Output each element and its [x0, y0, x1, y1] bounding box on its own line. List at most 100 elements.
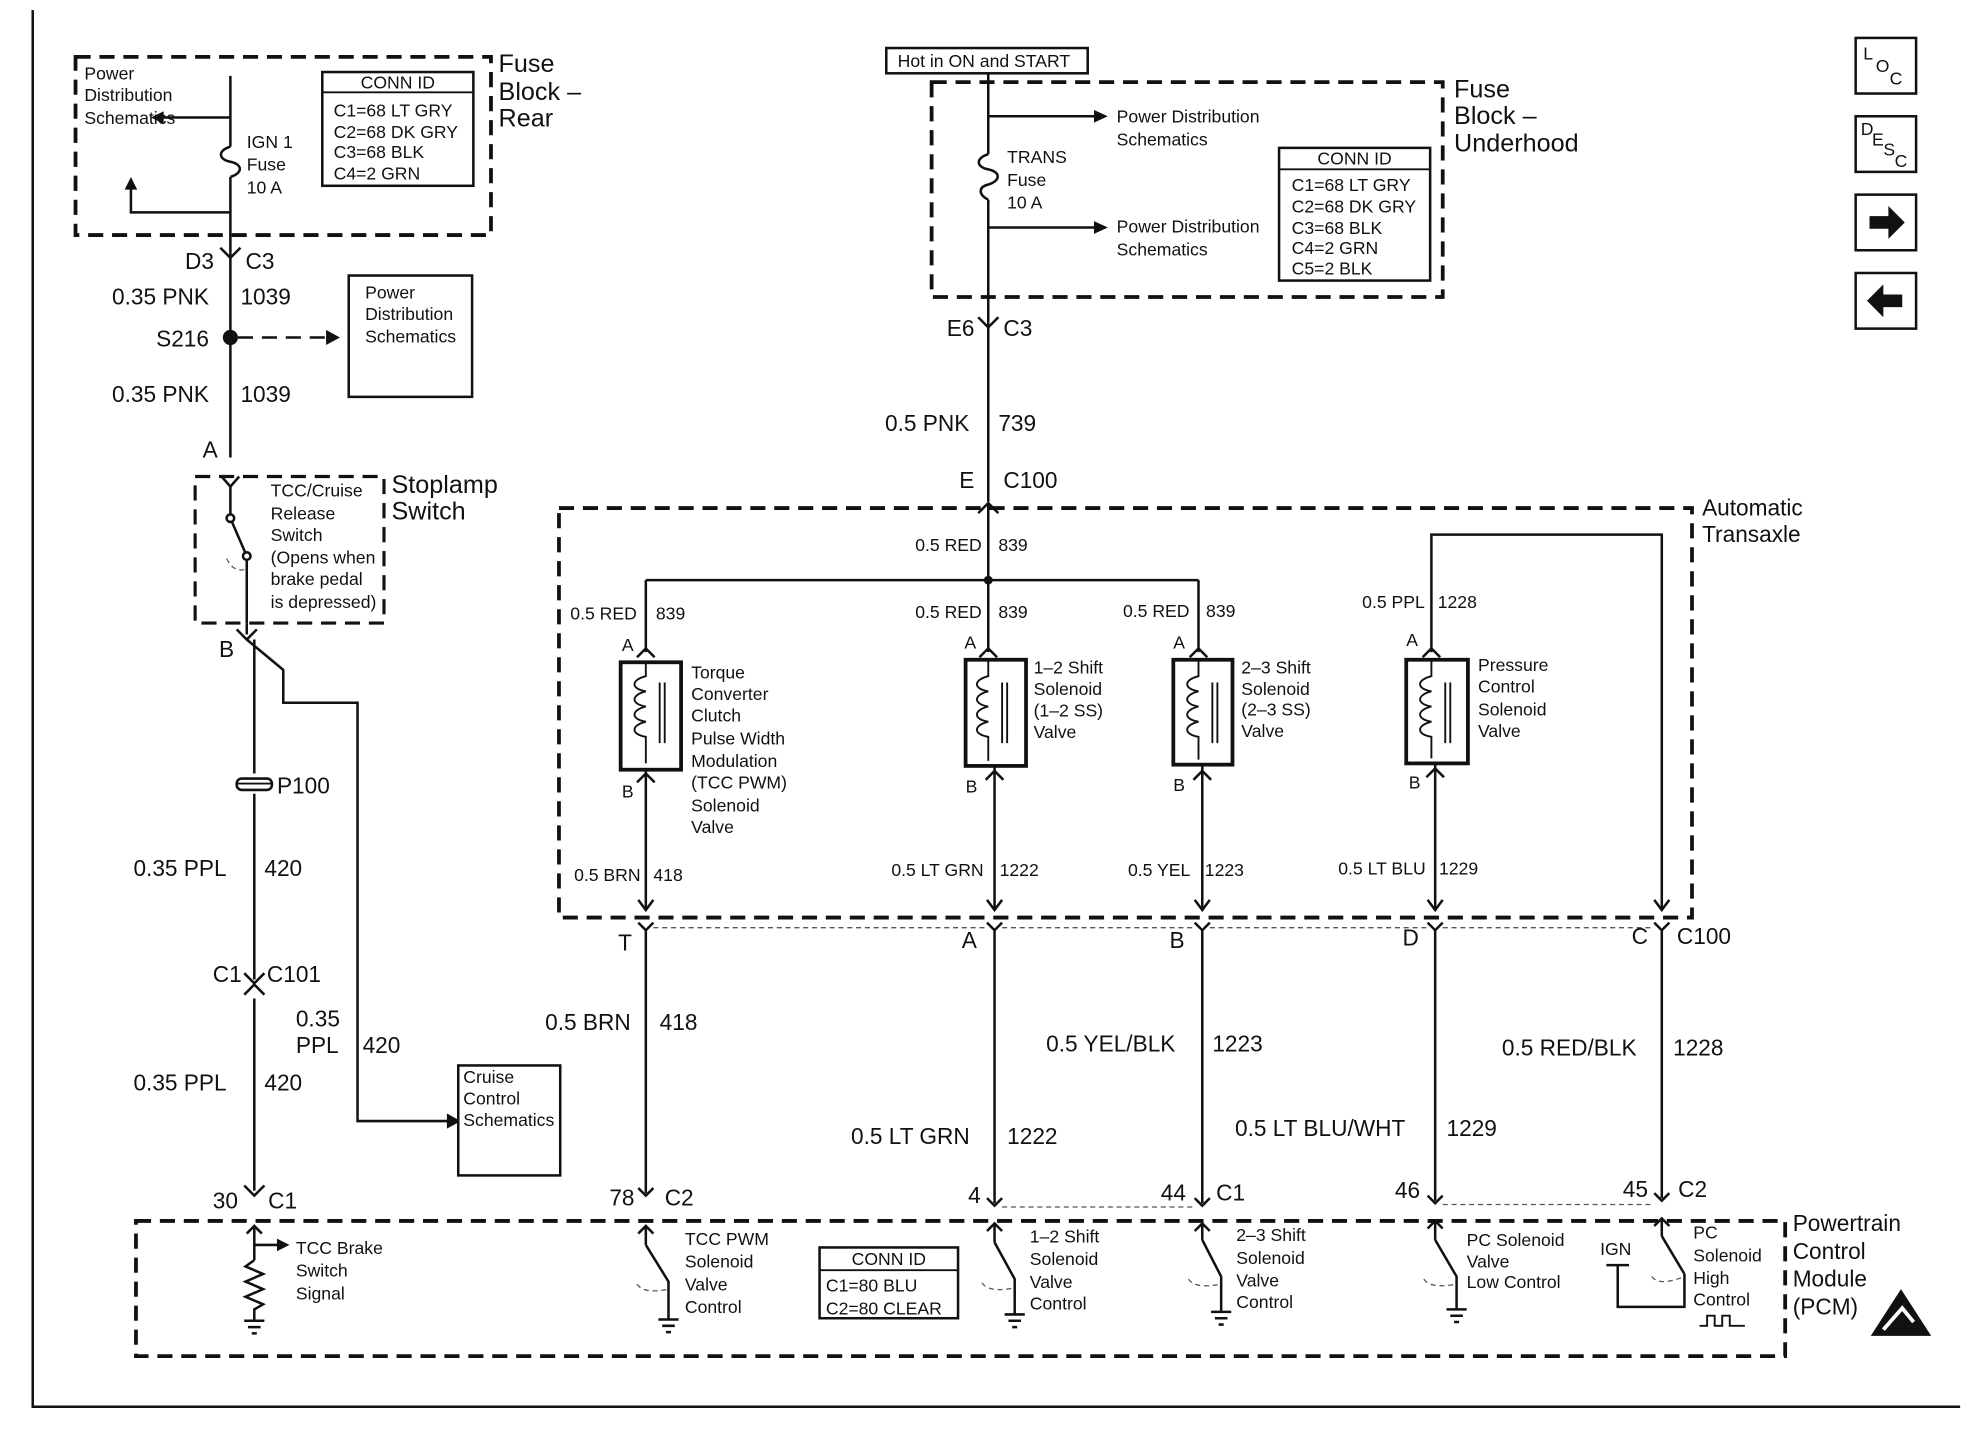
ss12-pin-b: B [966, 776, 978, 796]
cruise-arrowhead [446, 1113, 461, 1129]
ss23-pin-b: B [1173, 775, 1185, 795]
ss12-in-color: 0.5 RED [915, 602, 982, 622]
tcc-in-color: 0.5 RED [570, 603, 637, 623]
wire1-color: 0.35 PNK [112, 284, 209, 310]
c100-connector-lower: T A B D C C100 [618, 921, 1731, 955]
ss23-label: 2–3 Shift [1241, 658, 1311, 678]
esd-warning-icon [1870, 1289, 1932, 1336]
pds-link-underhood-2[interactable]: Power Distribution [1117, 217, 1260, 237]
pc-pin-b: B [1409, 773, 1421, 793]
pin-44-conn: C1 [1216, 1180, 1245, 1206]
c100-pin-t: T [618, 929, 632, 955]
pin-44: 44 [1161, 1180, 1186, 1206]
wire739-color: 0.5 PNK [885, 410, 969, 436]
pc-label: Control [1478, 677, 1535, 697]
desc-button[interactable]: D E S C [1854, 115, 1918, 174]
pds-link-rear-3[interactable]: Schematics [84, 108, 175, 128]
conn-c3-underhood: C3 [1003, 315, 1032, 341]
rear-return-arrowhead [124, 176, 138, 190]
pds-link-rear-1[interactable]: Power [84, 64, 134, 84]
tcc-pwm-control-label: Control [685, 1297, 742, 1317]
c100-label-lower: C100 [1677, 923, 1731, 949]
pc-out-num: 1229 [1439, 859, 1478, 879]
pc-low-control-label: Low Control [1467, 1272, 1561, 1292]
conn-c101: C101 [267, 961, 321, 987]
ign1-fuse-label-2: Fuse [247, 155, 286, 175]
conn-id-underhood-row: C1=68 LT GRY [1292, 175, 1411, 195]
conn-id-underhood-row: C3=68 BLK [1292, 218, 1383, 238]
stoplamp-sw-label: Release [271, 503, 336, 523]
pds-link-rear-2[interactable]: Distribution [84, 85, 172, 105]
left-circuit: D3 C3 0.35 PNK 1039 S216 Power Distribut… [112, 246, 562, 1213]
ss23-control-switch [1201, 1239, 1223, 1312]
pin-78-conn: C2 [665, 1185, 694, 1211]
loc-button[interactable]: L O C [1854, 36, 1918, 95]
tcc-pwm-control-label: Solenoid [685, 1252, 754, 1272]
pc-low-control-switch [1434, 1239, 1458, 1310]
ss23-label: Valve [1241, 721, 1284, 741]
w418-color: 0.5 BRN [545, 1009, 631, 1035]
pc-high-control-label: Solenoid [1693, 1245, 1762, 1265]
ss23-pin-a: A [1173, 632, 1185, 652]
ss12-pin-a: A [964, 632, 976, 652]
trans-fuse-label: 10 A [1007, 193, 1042, 213]
wire739-num: 739 [998, 410, 1036, 436]
cruise-control-schematics-box[interactable]: Cruise Control Schematics [456, 1064, 562, 1177]
top-wire-num: 839 [998, 535, 1027, 555]
tcc-pin-a: A [622, 635, 634, 655]
connector-30 [243, 1184, 266, 1198]
next-page-button[interactable] [1854, 193, 1918, 252]
top-wire-color: 0.5 RED [915, 535, 982, 555]
tcc-label: Pulse Width [691, 728, 785, 748]
pds-link-underhood-1[interactable]: Power Distribution [1117, 107, 1260, 127]
pc-low-control-label: PC Solenoid [1467, 1230, 1565, 1250]
pin-4: 4 [968, 1182, 981, 1208]
tcc-label: Converter [691, 684, 768, 704]
pc-label: Pressure [1478, 655, 1549, 675]
trans-fuse-label: Fuse [1007, 170, 1046, 190]
pcm-title-1: Powertrain [1793, 1210, 1901, 1236]
trans-fuse-symbol [977, 152, 999, 201]
automatic-transaxle: Automatic Transaxle 0.5 RED 839 0.5 RED … [557, 495, 1803, 920]
pc-in-num: 1228 [1438, 592, 1477, 612]
ss12-control-label: 1–2 Shift [1030, 1226, 1100, 1246]
pds-box-s216[interactable]: Power Distribution Schematics [347, 274, 474, 399]
w1229-num: 1229 [1447, 1115, 1497, 1141]
pin-d3: D3 [185, 248, 214, 274]
prev-page-button[interactable] [1854, 271, 1918, 330]
ign1-fuse-symbol [219, 145, 242, 179]
w1228-num: 1228 [1673, 1034, 1723, 1060]
brake-signal-resistor [242, 1259, 267, 1321]
w418-num: 418 [660, 1009, 698, 1035]
tcc-label: Valve [691, 817, 734, 837]
ss12-in-num: 839 [998, 602, 1027, 622]
ss23-control-label: Solenoid [1236, 1248, 1305, 1268]
ss12-label: (1–2 SS) [1034, 701, 1103, 721]
pwm-waveform-icon [1699, 1314, 1745, 1327]
stoplamp-switch: TCC/Cruise Release Switch (Opens when br… [193, 474, 386, 625]
ground-symbol [244, 1319, 265, 1335]
pc-solenoid: A B [1404, 630, 1470, 910]
wire2-color: 0.35 PNK [112, 381, 209, 407]
stoplamp-sw-label: is depressed) [271, 592, 377, 612]
conn-id-rear-row: C4=2 GRN [334, 163, 421, 183]
conn-id-underhood-row: C5=2 BLK [1292, 258, 1373, 278]
w1222-color: 0.5 LT GRN [851, 1123, 970, 1149]
pin-30-conn: C1 [268, 1187, 297, 1213]
pin-45-conn: C2 [1678, 1176, 1707, 1202]
tcc-pwm-solenoid: A B [618, 635, 683, 910]
pin-e: E [959, 467, 974, 493]
desc-letter-s: S [1883, 139, 1895, 159]
pin-p100: P100 [277, 773, 330, 799]
stoplamp-sw-label: TCC/Cruise [271, 481, 363, 501]
s216-arrowhead [326, 329, 340, 346]
pin-b-stoplamp: B [219, 636, 234, 662]
pc-low-control-label: Valve [1467, 1252, 1510, 1272]
pds-link-underhood-1b[interactable]: Schematics [1117, 129, 1208, 149]
pds-link-underhood-2b[interactable]: Schematics [1117, 239, 1208, 259]
pc-label: Valve [1478, 721, 1521, 741]
c100-pin-d: D [1402, 924, 1418, 950]
wire4-color-1: 0.35 [296, 1005, 340, 1031]
conn-id-rear: CONN ID C1=68 LT GRY C2=68 DK GRY C3=68 … [321, 70, 475, 188]
